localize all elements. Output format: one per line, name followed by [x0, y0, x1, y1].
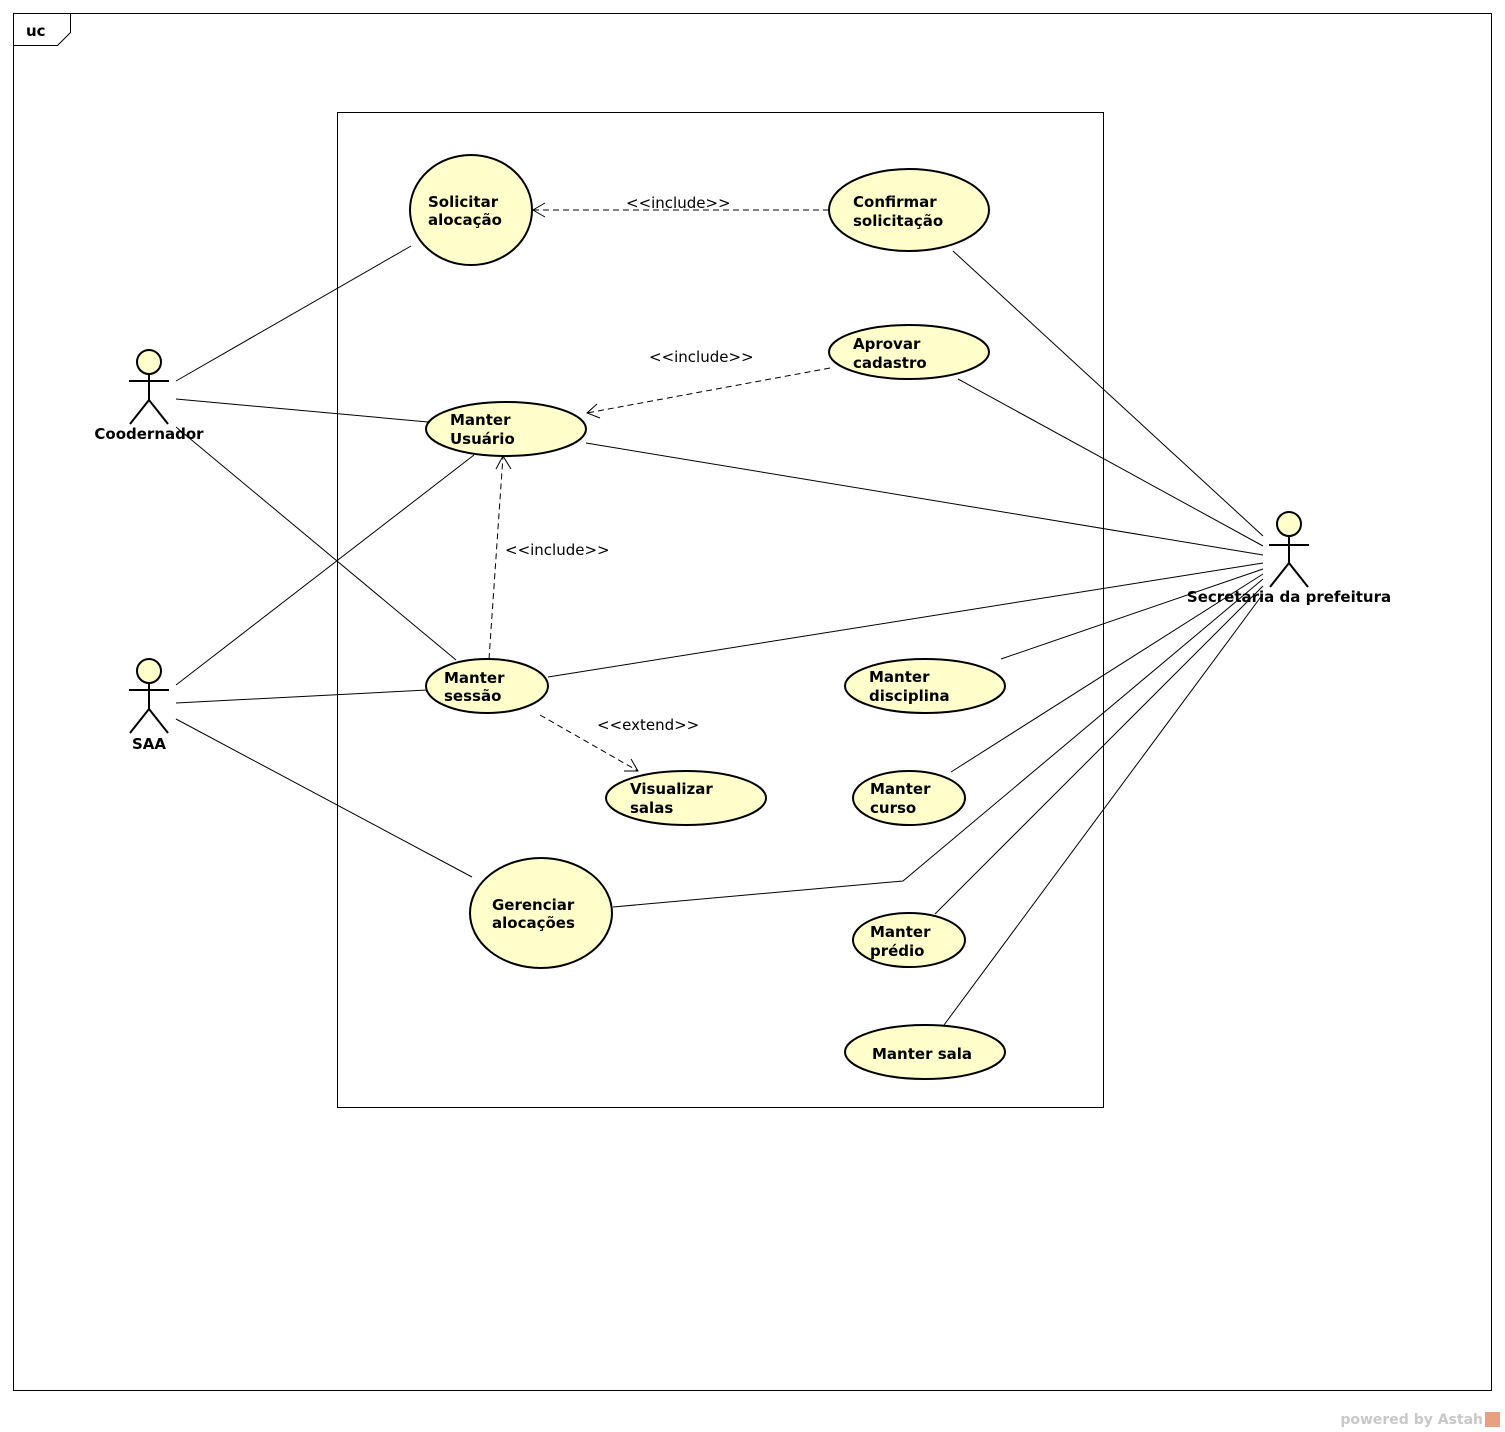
use-case-label: sessão: [444, 687, 501, 705]
include-confirmar-label: <<include>>: [626, 194, 731, 212]
assoc-secretaria-confirmar: [952, 250, 1264, 537]
use-case-label: curso: [870, 799, 916, 817]
use-case-manter-disciplina[interactable]: Manter disciplina: [844, 658, 1006, 714]
actor-head: [136, 349, 162, 375]
uc-frame: [13, 13, 1492, 1391]
include-aprovar-line: [586, 367, 831, 414]
use-case-solicitar-alocacao[interactable]: Solicitar alocação: [409, 154, 533, 266]
associations: [175, 245, 1264, 1026]
use-case-label: prédio: [870, 942, 925, 960]
assoc-saa-manter-sessao: [175, 689, 428, 704]
assoc-secretaria-gerenciar: [612, 578, 1264, 908]
assoc-coordenador-manter-usuario: [175, 398, 429, 423]
extend-visualizar-line: [539, 714, 639, 772]
actor-leg-left: [129, 708, 150, 734]
uc-frame-tag: uc: [26, 22, 46, 40]
use-case-label: Usuário: [450, 430, 515, 448]
assoc-secretaria-manter-disciplina: [1000, 568, 1264, 660]
actor-coordenador-label: Coodernador: [94, 425, 204, 443]
actor-leg-right: [1288, 562, 1309, 588]
include-sessao-line: [488, 455, 504, 660]
include-sessao-arrowhead: [495, 454, 512, 470]
use-case-gerenciar-alocacoes[interactable]: Gerenciar alocações: [469, 857, 613, 969]
use-case-aprovar-cadastro[interactable]: Aprovar cadastro: [828, 324, 990, 380]
use-case-label: disciplina: [869, 687, 950, 705]
extend-visualizar-arrowhead: [624, 758, 639, 772]
use-case-manter-sessao[interactable]: Manter sessão: [425, 658, 549, 714]
assoc-secretaria-manter-predio: [934, 585, 1264, 915]
use-case-label: Visualizar: [630, 780, 713, 798]
use-case-visualizar-salas[interactable]: Visualizar salas: [605, 770, 767, 826]
include-aprovar-arrowhead: [586, 403, 601, 419]
assoc-secretaria-manter-curso: [950, 573, 1264, 773]
assoc-secretaria-manter-usuario: [585, 442, 1264, 556]
use-case-manter-predio[interactable]: Manter prédio: [852, 912, 966, 968]
use-case-label: alocação: [428, 211, 502, 229]
assoc-coordenador-manter-sessao: [175, 426, 457, 661]
watermark-text: powered by Astah: [1340, 1412, 1483, 1428]
use-case-label: solicitação: [853, 212, 943, 230]
actor-head: [1276, 511, 1302, 537]
assoc-secretaria-manter-sessao: [547, 562, 1264, 678]
actor-secretaria[interactable]: [1269, 511, 1309, 588]
use-case-label: Manter: [870, 780, 931, 798]
use-case-label: Manter sala: [872, 1045, 972, 1063]
assoc-secretaria-manter-sala: [943, 593, 1264, 1026]
use-case-label: Gerenciar: [492, 896, 575, 914]
assoc-saa-manter-usuario: [175, 454, 475, 686]
uc-frame-tag-box: [13, 13, 71, 46]
actor-head: [136, 658, 162, 684]
assoc-saa-gerenciar: [175, 718, 473, 878]
use-case-label: Confirmar: [853, 193, 937, 211]
use-case-label: Manter: [444, 669, 505, 687]
actor-leg-left: [1269, 562, 1290, 588]
use-case-label: Manter: [450, 411, 511, 429]
actor-coordenador[interactable]: [129, 349, 169, 425]
use-case-manter-curso[interactable]: Manter curso: [852, 770, 966, 826]
assoc-secretaria-aprovar: [957, 378, 1264, 547]
actor-leg-right: [148, 399, 169, 425]
use-case-label: Manter: [870, 923, 931, 941]
actor-secretaria-label: Secretaria da prefeitura: [1187, 588, 1391, 606]
use-case-manter-sala[interactable]: Manter sala: [844, 1024, 1006, 1080]
assoc-coordenador-solicitar: [175, 245, 412, 382]
include-aprovar-label: <<include>>: [649, 348, 754, 366]
use-case-label: cadastro: [853, 354, 927, 372]
extend-visualizar-label: <<extend>>: [597, 716, 699, 734]
actor-saa[interactable]: [129, 658, 169, 734]
use-case-label: Solicitar: [428, 193, 499, 211]
astah-logo-icon: [1485, 1412, 1500, 1427]
actor-saa-label: SAA: [132, 735, 166, 753]
actor-leg-right: [148, 708, 169, 734]
use-case-label: alocações: [492, 914, 575, 932]
actor-leg-left: [129, 399, 150, 425]
include-sessao-label: <<include>>: [505, 541, 610, 559]
system-boundary: [337, 112, 1104, 1108]
use-case-label: Aprovar: [853, 335, 921, 353]
use-case-manter-usuario[interactable]: Manter Usuário: [425, 401, 587, 457]
use-case-label: Manter: [869, 668, 930, 686]
use-case-confirmar-solicitacao[interactable]: Confirmar solicitação: [828, 168, 990, 252]
use-case-label: salas: [630, 799, 673, 817]
